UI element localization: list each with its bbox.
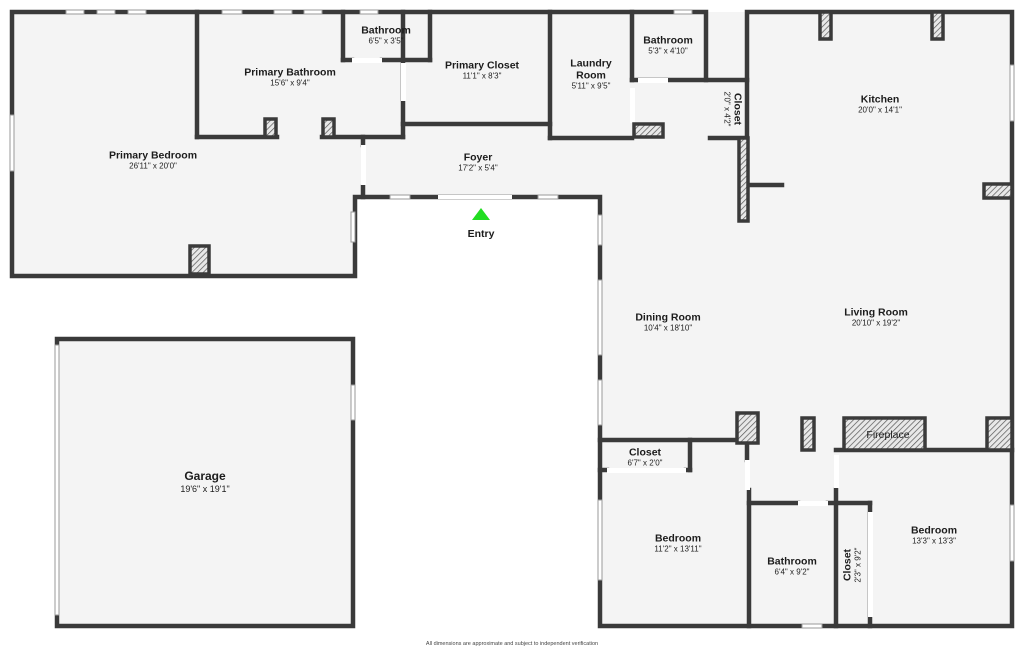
room-label-bathroom-hall: Bathroom 6'4" x 9'2" [767,555,817,576]
room-label-bathroom-laundry: Bathroom 5'3" x 4'10" [643,34,693,55]
room-name: Closet [628,446,662,459]
room-dims: 20'10" x 19'2" [851,318,901,328]
room-name: Closet [841,548,854,582]
room-name: Primary Closet [444,59,520,72]
room-name: Living Room [844,306,908,319]
room-label-laundry-room: Laundry Room 5'11" x 9'5" [561,57,621,90]
room-name: Bathroom [643,34,693,47]
room-label-closet-hall: Closet 2'0" x 4'2" [722,91,744,127]
door-openings [352,58,873,617]
room-dims: 6'7" x 2'0" [627,458,663,468]
room-name: Dining Room [635,311,701,324]
room-label-closet-bed: Closet 6'7" x 2'0" [628,446,663,467]
room-name: Primary Bedroom [108,149,198,162]
room-label-bathroom-small: Bathroom 6'5" x 3'5" [361,24,411,45]
structural-columns [188,10,1014,452]
room-dims: 6'4" x 9'2" [774,567,810,577]
room-dims: 20'0" x 14'1" [858,105,902,115]
room-dims: 10'4" x 18'10" [643,323,693,333]
disclaimer-footnote: All dimensions are approximate and subje… [425,641,599,647]
room-name: Foyer [463,151,493,164]
room-name: Bedroom [654,532,702,545]
room-label-dining-room: Dining Room 10'4" x 18'10" [635,311,700,332]
room-dims: 2'0" x 4'2" [722,91,732,127]
room-dims: 5'3" x 4'10" [648,46,688,56]
entry-label: Entry [467,228,495,240]
room-label-primary-bathroom: Primary Bathroom 15'6" x 9'4" [244,66,336,87]
entry-arrow-icon [472,208,490,220]
room-name: Laundry Room [570,57,612,82]
room-name: Primary Bathroom [244,66,336,79]
room-dims: 11'1" x 8'3" [462,71,502,81]
room-dims: 26'11" x 20'0" [129,161,177,171]
room-label-bedroom-1: Bedroom 11'2" x 13'11" [654,532,701,553]
room-name: Bathroom [767,555,817,568]
room-dims: 5'11" x 9'5" [571,81,611,91]
room-name: Bedroom [910,524,958,537]
room-dims: 6'5" x 3'5" [368,36,404,46]
room-label-primary-closet: Primary Closet 11'1" x 8'3" [445,59,519,80]
room-label-foyer: Foyer 17'2" x 5'4" [458,151,497,172]
room-dims: 11'2" x 13'11" [654,544,702,554]
room-dims: 13'3" x 13'3" [912,536,956,546]
room-name: Kitchen [860,93,900,106]
room-name: Garage [184,468,226,483]
floor-fills [12,12,1014,626]
room-label-bedroom-2: Bedroom 13'3" x 13'3" [911,524,957,545]
room-label-living-room: Living Room 20'10" x 19'2" [844,306,908,327]
room-name: Bathroom [361,24,411,37]
windows [9,9,1015,629]
fireplace-label: Fireplace [866,429,910,441]
room-label-kitchen: Kitchen 20'0" x 14'1" [858,93,902,114]
room-dims: 19'6" x 19'1" [180,483,230,494]
room-label-closet-small: Closet 2'3" x 9'2" [841,548,862,583]
room-name: Closet [731,92,744,126]
room-dims: 17'2" x 5'4" [458,163,498,173]
room-dims: 15'6" x 9'4" [270,78,310,88]
room-label-garage: Garage 19'6" x 19'1" [180,468,230,494]
room-dims: 2'3" x 9'2" [853,547,863,583]
room-label-primary-bedroom: Primary Bedroom 26'11" x 20'0" [109,149,197,170]
